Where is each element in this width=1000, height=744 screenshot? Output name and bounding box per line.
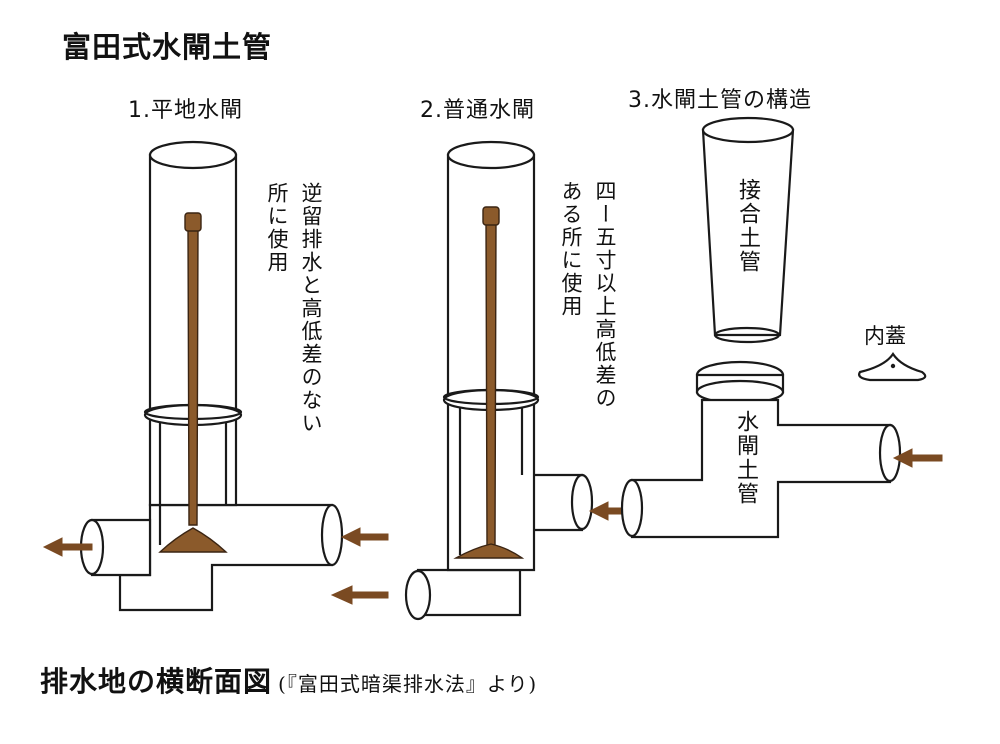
panel-2-inlet-pipe-end <box>570 473 594 531</box>
panel-2-outlet-pipe-end <box>404 569 432 621</box>
panel-1-inlet-pipe-end <box>320 503 344 567</box>
panel-1-note-line-1: 逆留排水と高低差のない <box>299 182 323 435</box>
panel-2-label: 2.普通水閘 <box>420 98 535 123</box>
caption-main: 排水地の横断面図 <box>40 665 273 698</box>
panel-3-inflow-arrow <box>892 448 943 468</box>
figure-caption: 排水地の横断面図(『富田式暗渠排水法』より) <box>40 660 537 700</box>
panel-2-note-line-1: 四ー五寸以上高低差の <box>593 180 617 410</box>
panel-2-upright-pipe-top <box>446 140 536 170</box>
panel-1-note-line-2: 所に使用 <box>265 182 289 274</box>
panel-2-valve-rod <box>485 221 497 546</box>
panel-1-valve-rod <box>187 227 199 526</box>
inner-lid-label: 内蓋 <box>864 324 906 348</box>
gate-pipe-body <box>630 398 892 539</box>
gate-pipe-right-end <box>878 423 902 483</box>
panel-1-tee-body <box>118 503 334 612</box>
diagram-title: 富田式水閘土管 <box>62 30 273 64</box>
panel-2-outlet-pipe <box>416 568 522 617</box>
panel-1-lower-arrow <box>330 585 389 605</box>
panel-1-outflow-arrow <box>42 537 93 557</box>
gate-pipe-label: 水閘土管 <box>733 410 758 506</box>
panel-1-label: 1.平地水閘 <box>128 98 243 123</box>
panel-1-assembly <box>42 140 389 612</box>
panel-1-valve-plate <box>158 527 228 553</box>
caption-source: (『富田式暗渠排水法』より) <box>278 672 538 696</box>
panel-3-assembly <box>620 116 943 539</box>
panel-2-valve-plate <box>453 543 525 559</box>
joint-pipe-label: 接合土管 <box>735 178 760 274</box>
panel-2-assembly <box>404 140 637 621</box>
panel-1-upright-pipe-top <box>148 140 238 170</box>
panel-2-note-line-2: ある所に使用 <box>559 180 583 318</box>
panel-1-inflow-arrow <box>340 527 389 547</box>
gate-pipe-left-end <box>620 478 644 538</box>
panel-3-label: 3.水閘土管の構造 <box>628 88 812 113</box>
